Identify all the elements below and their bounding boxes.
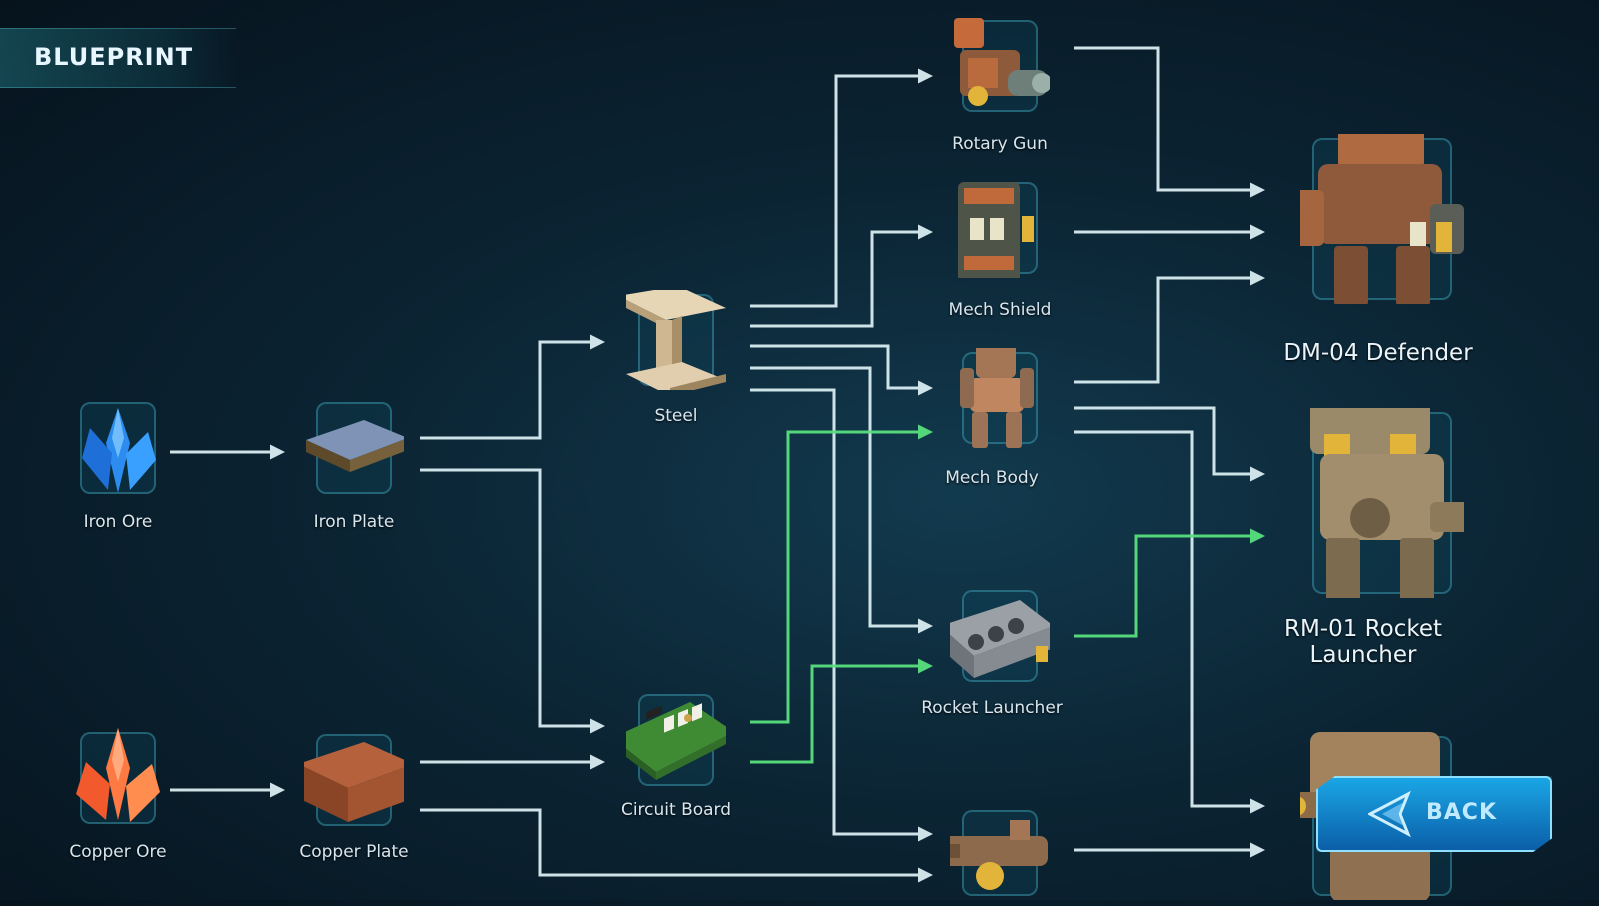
flow-copper-plate-to-bottom: [420, 808, 933, 883]
rocket-launcher-icon: [950, 600, 1050, 678]
flow-iron-plate-to-circuit: [420, 468, 605, 734]
node-copper-plate[interactable]: [304, 730, 404, 830]
flow-steel-to-mech-shield: [750, 224, 933, 328]
flow-circuit-to-rocket-launcher: [750, 658, 933, 764]
back-arrow-icon: [1368, 790, 1411, 838]
label-dm04-defender: DM-04 Defender: [1283, 340, 1473, 366]
flow-rocket-launcher-to-rm01: [1074, 528, 1265, 638]
label-iron-ore: Iron Ore: [83, 512, 153, 532]
node-mech-body[interactable]: [950, 348, 1050, 448]
label-iron-plate: Iron Plate: [313, 512, 395, 532]
rotary-gun-icon: [954, 18, 1050, 106]
rm01-mech-icon: [1310, 408, 1464, 598]
label-copper-ore: Copper Ore: [69, 842, 167, 862]
back-button[interactable]: BACK: [1316, 776, 1552, 852]
label-rocket-launcher: Rocket Launcher: [921, 698, 1063, 718]
blueprint-banner: BLUEPRINT: [0, 28, 236, 88]
label-rotary-gun: Rotary Gun: [952, 134, 1048, 154]
flow-circuit-to-mech-body: [750, 424, 933, 724]
mech-shield-icon: [958, 182, 1034, 278]
node-mech-shield[interactable]: [950, 178, 1050, 278]
flow-steel-to-rotary-gun: [750, 68, 933, 308]
flow-body-to-rm01: [1074, 406, 1265, 482]
copper-ore-crystal-icon: [76, 728, 160, 822]
node-rocket-launcher[interactable]: [950, 586, 1050, 686]
node-rm01-rocket-launcher[interactable]: [1300, 408, 1464, 598]
flow-rotary-to-dm04: [1074, 46, 1265, 198]
iron-ore-crystal-icon: [82, 408, 156, 493]
node-steel[interactable]: [626, 290, 726, 390]
flow-body-to-dm04: [1074, 270, 1265, 384]
label-circuit-board: Circuit Board: [620, 800, 732, 820]
flow-body-to-bottom-mech: [1074, 430, 1265, 814]
steel-beam-icon: [626, 290, 726, 390]
node-copper-ore[interactable]: [68, 728, 168, 828]
node-iron-plate[interactable]: [304, 398, 404, 498]
back-button-label: BACK: [1426, 800, 1497, 825]
circuit-board-icon: [626, 702, 726, 780]
node-iron-ore[interactable]: [68, 398, 168, 498]
dm04-mech-icon: [1300, 134, 1464, 304]
mech-body-icon: [960, 348, 1034, 448]
label-copper-plate: Copper Plate: [299, 842, 409, 862]
cannon-icon: [950, 820, 1048, 890]
page-title: BLUEPRINT: [34, 43, 194, 71]
label-mech-shield: Mech Shield: [948, 300, 1052, 320]
flow-iron-plate-to-steel: [420, 334, 605, 440]
flow-steel-to-rocket-launcher: [750, 366, 933, 634]
node-dm04-defender[interactable]: [1300, 134, 1464, 304]
copper-plate-icon: [304, 742, 404, 822]
flow-steel-to-bottom: [750, 388, 933, 842]
flow-steel-to-mech-body: [750, 344, 933, 396]
node-bottom-weapon[interactable]: [950, 806, 1050, 900]
label-mech-body: Mech Body: [945, 468, 1039, 488]
label-steel: Steel: [654, 406, 698, 426]
iron-plate-icon: [306, 420, 404, 472]
label-rm01-rocket-launcher: RM-01 Rocket Launcher: [1283, 616, 1443, 668]
node-rotary-gun[interactable]: [950, 16, 1050, 116]
node-circuit-board[interactable]: [626, 690, 726, 790]
